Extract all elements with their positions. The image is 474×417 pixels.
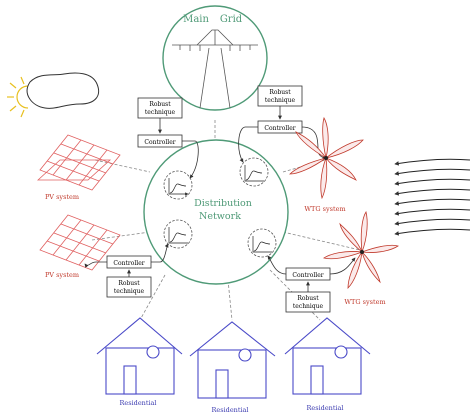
controller-label-br: Controller: [292, 272, 323, 279]
pv-panel-bottom: [39, 214, 121, 271]
wind-turbine-bottom: [323, 211, 399, 289]
robust-label-tl-1: Robust: [149, 101, 171, 108]
sun-icon: [7, 76, 29, 118]
main-grid-label-grid: Grid: [220, 14, 243, 25]
cloud-icon: [26, 72, 100, 109]
house-icon-2: [189, 321, 276, 399]
robust-label-tr-1: Robust: [269, 89, 291, 96]
main-grid-label-main: Main: [183, 14, 209, 25]
robust-label-bl-2: technique: [114, 288, 145, 295]
residential-label-1: Residential: [120, 399, 157, 407]
main-grid: Main Grid: [162, 5, 268, 111]
wind-arrows-icon: [394, 158, 471, 236]
residential-label-2: Residential: [212, 406, 249, 414]
sensor-plot-right-bottom: [247, 228, 277, 258]
wtg-label-bottom: WTG system: [344, 298, 385, 306]
robust-label-bl-1: Robust: [118, 280, 140, 287]
pv-panel-top: [36, 134, 121, 191]
pv-label-top: PV system: [45, 193, 79, 201]
robust-label-br-1: Robust: [297, 295, 319, 302]
pv-label-bottom: PV system: [45, 271, 79, 279]
robust-label-tr-2: technique: [265, 97, 296, 104]
controller-label-tr: Controller: [264, 125, 295, 132]
sensor-plot-right-top: [239, 157, 269, 187]
sensor-plot-left-top: [163, 170, 193, 200]
distribution-label-2: Network: [199, 211, 241, 222]
robust-label-br-2: technique: [293, 303, 324, 310]
robust-label-tl-2: technique: [145, 109, 176, 116]
controller-label-tl: Controller: [144, 139, 175, 146]
controller-label-bl: Controller: [113, 260, 144, 267]
residential-label-3: Residential: [307, 404, 344, 412]
house-icon-3: [284, 317, 371, 395]
transmission-tower-icon: [172, 29, 258, 109]
wind-turbine-top: [289, 116, 364, 200]
sensor-plot-left-bottom: [163, 219, 193, 249]
house-icon-1: [96, 317, 183, 395]
distribution-label-1: Distribution: [194, 198, 252, 209]
wtg-label-top: WTG system: [304, 205, 345, 213]
main-grid-circle: [162, 5, 268, 111]
